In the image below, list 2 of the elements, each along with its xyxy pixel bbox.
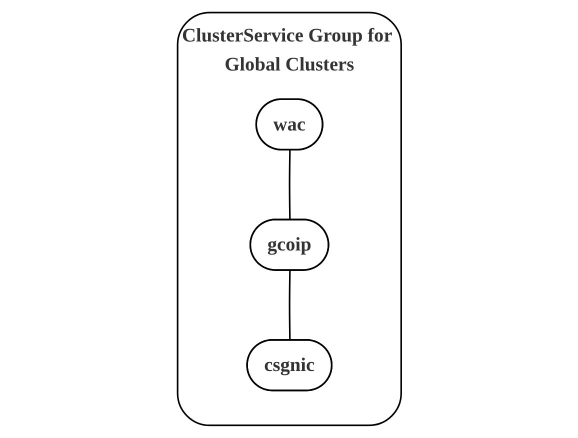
connector xyxy=(288,270,290,340)
connector xyxy=(288,150,290,220)
